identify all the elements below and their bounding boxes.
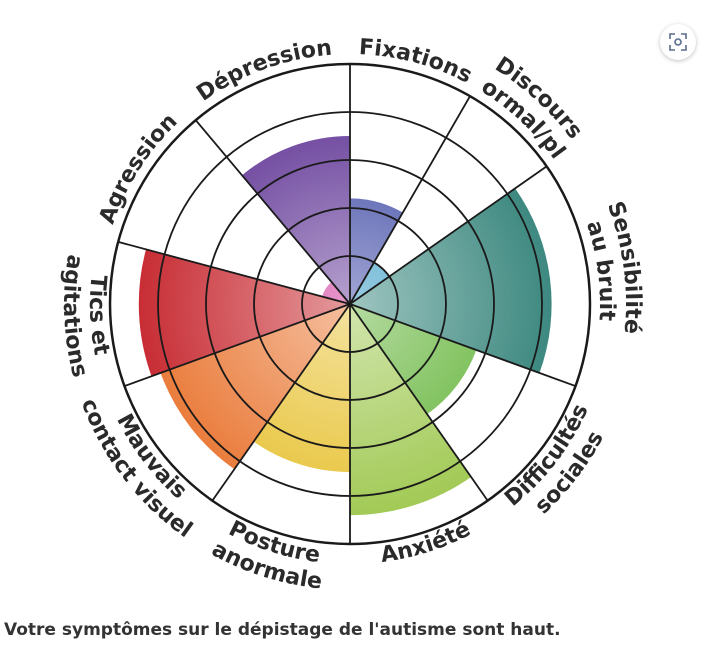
zoom-fit-icon — [669, 33, 687, 51]
grid-spoke — [211, 303, 351, 502]
category-label: Agression — [95, 109, 183, 227]
result-caption: Votre symptômes sur le dépistage de l'au… — [4, 620, 561, 640]
category-label: anormal/plat — [0, 0, 570, 164]
category-label: Tics et — [84, 274, 114, 358]
grid-spoke — [349, 95, 471, 305]
grid-spoke — [349, 165, 548, 305]
category-label: Anxiété — [379, 517, 475, 568]
grid-spoke — [117, 241, 351, 305]
segment-bar — [350, 198, 403, 304]
category-label: Dépression — [192, 36, 333, 107]
segment-bar — [242, 136, 350, 304]
segment-bar — [350, 304, 477, 415]
grid-spoke — [349, 303, 489, 502]
segment-bar — [350, 304, 472, 516]
segment-bar — [322, 281, 350, 304]
segment-bar — [350, 262, 390, 304]
zoom-button[interactable] — [660, 24, 696, 60]
radial-chart: FixationsDiscoursanormal/platSensibilité… — [0, 0, 645, 595]
grid-spoke — [124, 303, 351, 387]
segment-bar — [138, 249, 350, 377]
category-label: Fixations — [358, 35, 476, 89]
grid-spoke — [195, 119, 351, 305]
segment-bar — [350, 188, 552, 373]
grid-spoke — [349, 303, 576, 387]
segment-bar — [160, 304, 350, 470]
